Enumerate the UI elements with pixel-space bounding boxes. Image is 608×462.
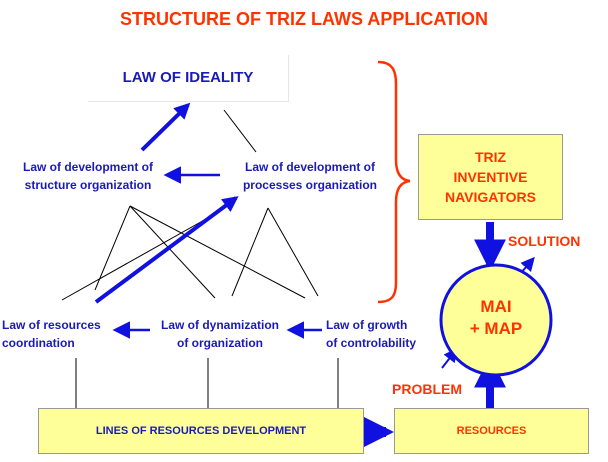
link-resources-structure — [94, 205, 131, 291]
link-structure-dynamization — [129, 205, 216, 299]
resources-box: RESOURCES — [394, 408, 589, 454]
lines-of-resources-box: LINES OF RESOURCES DEVELOPMENT — [38, 408, 364, 454]
link-ideality-processes — [223, 109, 257, 153]
law-of-ideality-label: LAW OF IDEALITY — [122, 69, 254, 86]
arrow-resources-to-processes — [94, 196, 239, 304]
arrow-structure-to-ideality — [140, 102, 191, 152]
mai-map-label: MAI+ MAP — [469, 297, 523, 338]
link-processes-growth — [267, 207, 319, 297]
link-resources-processes-cross — [61, 209, 223, 301]
page-title: STRUCTURE OF TRIZ LAWS APPLICATION — [120, 9, 488, 29]
link-structure-growth — [129, 205, 306, 299]
curly-brace — [377, 60, 411, 304]
solution-label: SOLUTION — [508, 233, 581, 249]
link-processes-dynamization — [231, 207, 269, 297]
mai-map-circle — [439, 263, 553, 377]
law-of-ideality-box: LAW OF IDEALITY — [88, 55, 289, 102]
problem-label: PROBLEM — [392, 381, 462, 397]
